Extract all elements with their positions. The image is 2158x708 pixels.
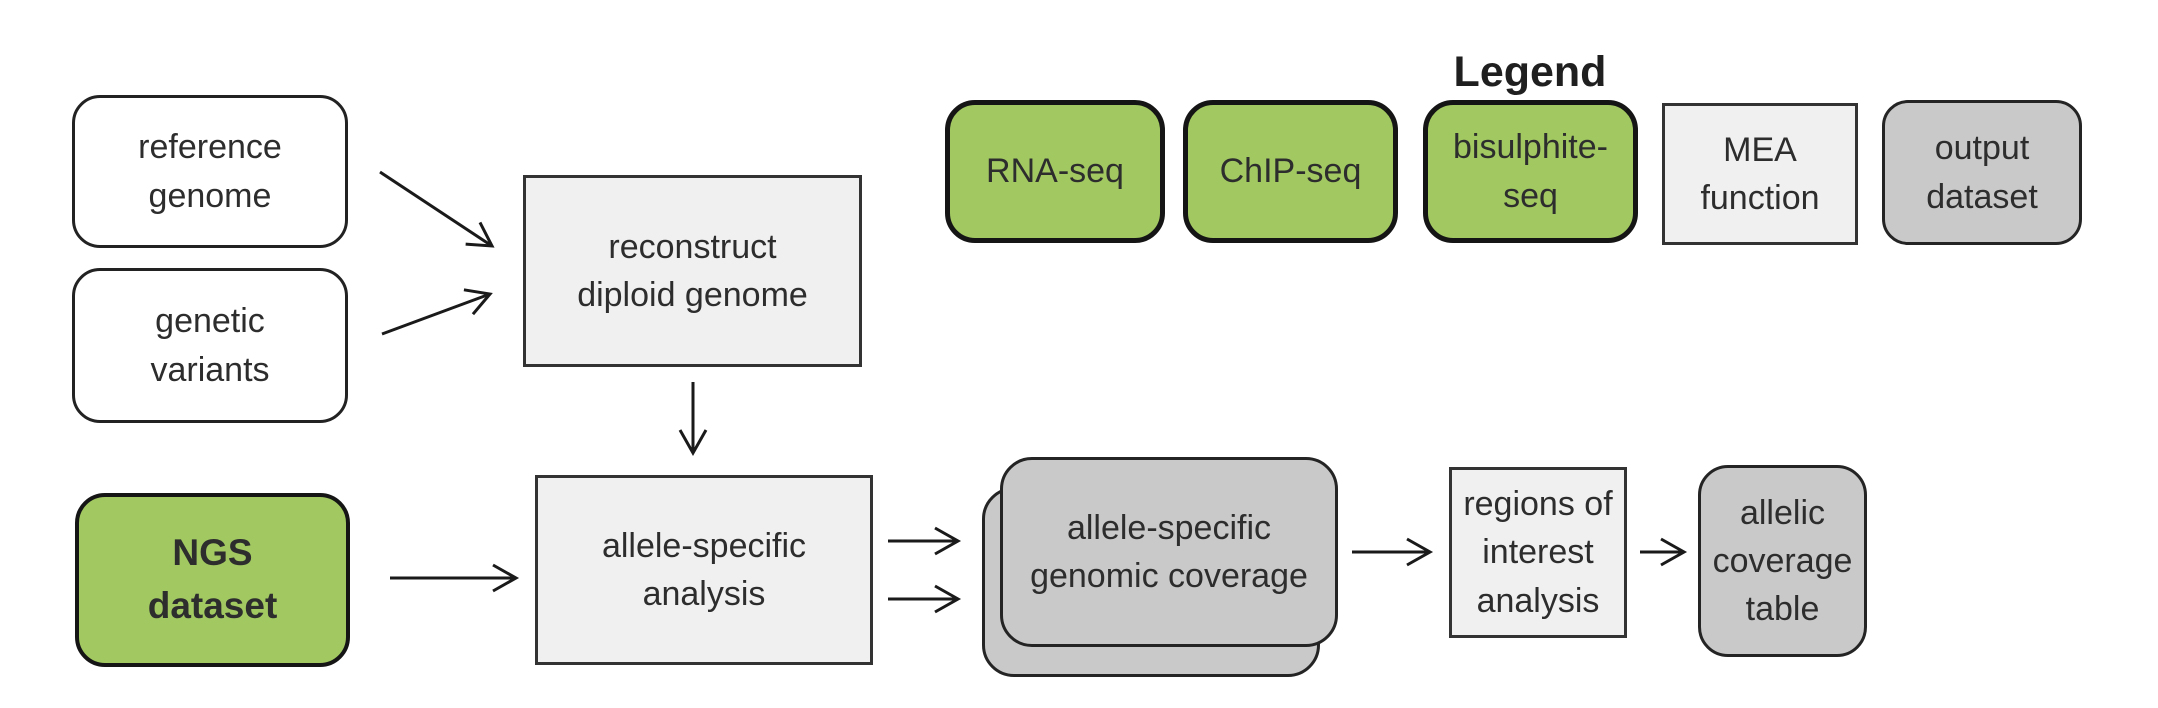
legend-item-mea-function: MEA function [1662,103,1858,245]
arrow-genetic-variants-to-reconstruct [381,288,493,336]
legend-item-rna-seq: RNA-seq [945,100,1165,243]
node-reference-genome: reference genome [72,95,348,248]
node-allele-specific-analysis: allele-specific analysis [535,475,873,665]
node-ngs-dataset: NGS dataset [75,493,350,667]
node-allele-specific-genomic-coverage: allele-specific genomic coverage [1000,457,1338,647]
node-reconstruct-diploid-genome: reconstruct diploid genome [523,175,862,367]
legend-title: Legend [1453,48,1607,96]
legend-item-output-dataset: output dataset [1882,100,2082,245]
legend-item-bisulphite-seq: bisulphite- seq [1423,100,1638,243]
arrow-reference-genome-to-reconstruct [379,170,495,248]
legend-item-chip-seq: ChIP-seq [1183,100,1398,243]
node-allelic-coverage-table: allelic coverage table [1698,465,1867,657]
node-regions-of-interest-analysis: regions of interest analysis [1449,467,1627,638]
node-genetic-variants: genetic variants [72,268,348,423]
